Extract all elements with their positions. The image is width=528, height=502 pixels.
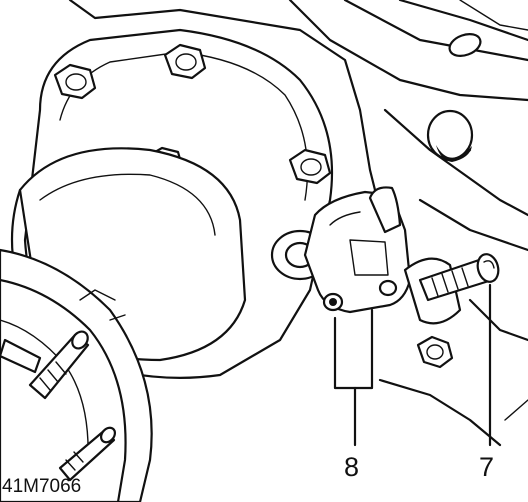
- abs-sensor: [303, 186, 412, 314]
- core-plug: [426, 109, 474, 162]
- housing-hole: [448, 33, 482, 57]
- figure-reference-code: 41M7066: [2, 476, 82, 497]
- wheel-stud-lower: [58, 426, 116, 482]
- sensor-bolt: [418, 253, 500, 302]
- wheel-stud-left: [0, 338, 42, 374]
- callout-label-7: 7: [479, 452, 495, 482]
- flange-bolt-right: [288, 148, 332, 185]
- sensor-seal: [322, 292, 344, 312]
- callout-leaders: [333, 283, 492, 447]
- lower-housing-bolt: [416, 335, 454, 369]
- callout-label-8: 8: [344, 452, 360, 482]
- wheel-stud-upper: [28, 330, 90, 400]
- flange-bolt-top-left: [53, 63, 97, 100]
- flange-bolt-top: [163, 43, 207, 80]
